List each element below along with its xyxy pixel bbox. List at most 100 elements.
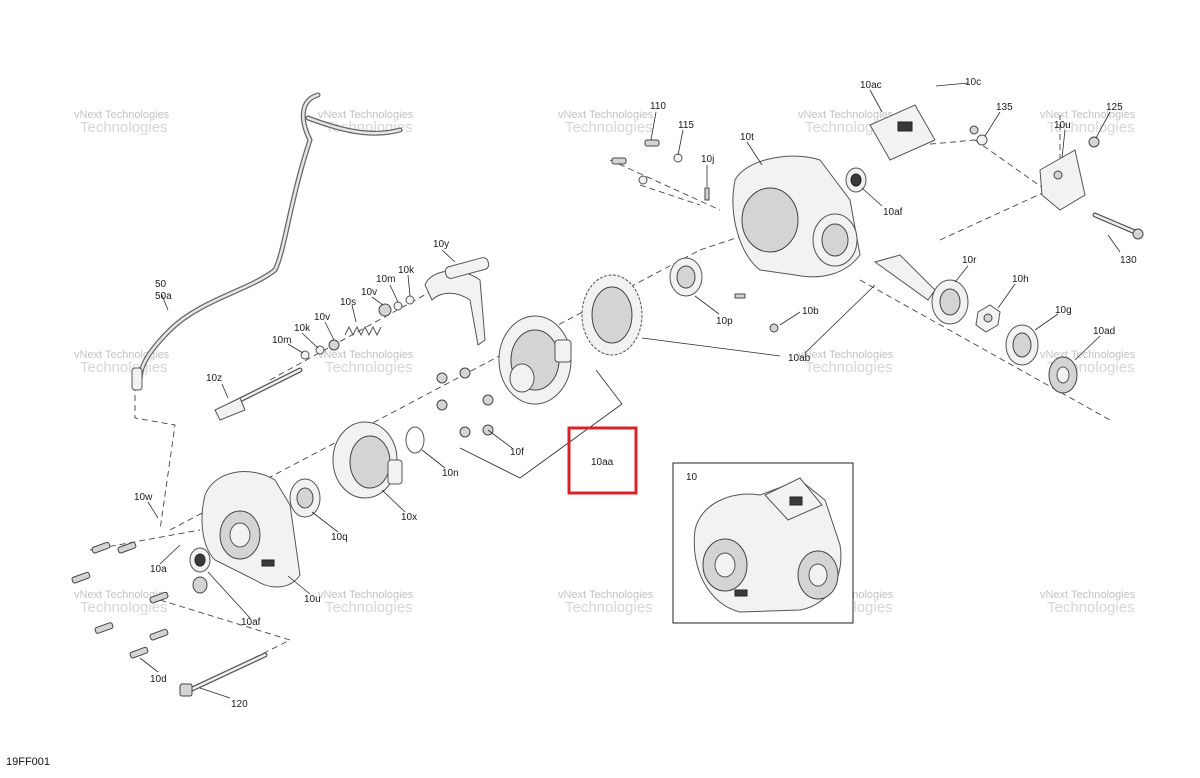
watermark: vNext Technologies: [1040, 109, 1136, 121]
callout-10m[interactable]: 10m: [376, 274, 395, 285]
axis-line: [974, 139, 1061, 201]
callout-10k[interactable]: 10k: [294, 323, 311, 334]
callout-10y[interactable]: 10y: [433, 239, 449, 250]
part-10af-seal-right[interactable]: [845, 167, 867, 193]
callout-10af[interactable]: 10af: [241, 617, 261, 628]
watermark: vNext Technologies: [558, 589, 654, 601]
callout-10af-right[interactable]: 10af: [883, 207, 903, 218]
callout-10ad[interactable]: 10ad: [1093, 326, 1115, 337]
axis-line: [939, 184, 1061, 241]
leader-lines: [139, 82, 1121, 699]
watermark: Technologies: [325, 359, 413, 376]
callout-10aa[interactable]: 10aa: [591, 457, 614, 468]
callout-135[interactable]: 135: [996, 102, 1013, 113]
callout-50a[interactable]: 50a: [155, 291, 172, 302]
part-10ab-ring-gear[interactable]: [581, 274, 643, 356]
part-10z-shift-shaft[interactable]: [214, 367, 303, 421]
callout-10q[interactable]: 10q: [331, 532, 348, 543]
callout-50[interactable]: 50: [155, 279, 167, 290]
axis-line: [159, 599, 292, 691]
part-10r-pinion[interactable]: [873, 254, 969, 325]
callout-10f[interactable]: 10f: [510, 447, 524, 458]
part-120-long-bolt[interactable]: [179, 652, 268, 697]
callout-120[interactable]: 120: [231, 699, 248, 710]
callout-10s[interactable]: 10s: [340, 297, 356, 308]
callout-10ac[interactable]: 10ac: [860, 80, 882, 91]
callout-10ab[interactable]: 10ab: [788, 353, 811, 364]
watermark: Technologies: [805, 359, 893, 376]
small-hardware-top[interactable]: [611, 125, 1100, 333]
watermark: Technologies: [1047, 599, 1135, 616]
callout-10b[interactable]: 10b: [802, 306, 819, 317]
assembled-unit-image: [693, 477, 842, 613]
watermark: Technologies: [80, 599, 168, 616]
axis-line: [639, 184, 701, 206]
part-10x-cover-ring[interactable]: [332, 421, 403, 499]
part-130-bolt[interactable]: [1092, 212, 1144, 240]
watermark: vNext Technologies: [74, 109, 170, 121]
callout-125[interactable]: 125: [1106, 102, 1123, 113]
callout-10w[interactable]: 10w: [134, 492, 153, 503]
watermark: vNext Technologies: [558, 109, 654, 121]
axis-line: [609, 159, 721, 211]
part-10y-shift-fork[interactable]: [424, 257, 490, 346]
part-10u-housing-left[interactable]: [201, 471, 301, 588]
callout-10u[interactable]: 10u: [304, 594, 321, 605]
callout-10c[interactable]: 10c: [965, 77, 981, 88]
watermark: vNext Technologies: [318, 349, 414, 361]
part-10q-bearing[interactable]: [289, 478, 321, 518]
part-10af-seal-left[interactable]: [189, 547, 211, 594]
callout-10v[interactable]: 10v: [361, 287, 377, 298]
callout-10d[interactable]: 10d: [150, 674, 167, 685]
part-50-shift-cable[interactable]: [131, 92, 403, 391]
bolts-10f[interactable]: [436, 367, 494, 438]
callout-10v[interactable]: 10v: [314, 312, 330, 323]
part-10aa-differential[interactable]: [498, 315, 572, 405]
callout-10j[interactable]: 10j: [701, 154, 714, 165]
watermark: Technologies: [80, 119, 168, 136]
watermark: vNext Technologies: [1040, 589, 1136, 601]
axis-line: [89, 529, 201, 551]
callout-10m[interactable]: 10m: [272, 335, 291, 346]
watermark: Technologies: [1047, 119, 1135, 136]
part-10ad-flange[interactable]: [1048, 356, 1078, 394]
part-10n-o-ring[interactable]: [405, 426, 425, 454]
callout-10h[interactable]: 10h: [1012, 274, 1029, 285]
inset-assembled-view: 10: [672, 462, 854, 624]
callout-110[interactable]: 110: [650, 101, 666, 112]
callout-130[interactable]: 130: [1120, 255, 1137, 266]
watermark: Technologies: [325, 599, 413, 616]
callout-10t[interactable]: 10t: [740, 132, 754, 143]
part-10t-housing-right[interactable]: [732, 155, 861, 278]
part-10s-spring[interactable]: [344, 325, 382, 337]
callout-115[interactable]: 115: [678, 120, 694, 131]
callout-10k[interactable]: 10k: [398, 265, 415, 276]
callout-10a[interactable]: 10a: [150, 564, 167, 575]
watermark: vNext Technologies: [798, 349, 894, 361]
part-10g-coupler[interactable]: [1005, 324, 1039, 366]
watermark: vNext Technologies: [318, 589, 414, 601]
inset-label: 10: [686, 472, 698, 483]
callout-10p[interactable]: 10p: [716, 316, 733, 327]
bolts-10d[interactable]: [71, 541, 169, 659]
part-10h-nut[interactable]: [975, 304, 1001, 333]
part-10p-bearing[interactable]: [669, 257, 703, 297]
watermark: Technologies: [80, 359, 168, 376]
watermark: vNext Technologies: [798, 109, 894, 121]
diagram-code: 19FF001: [6, 756, 51, 768]
callout-10x[interactable]: 10x: [401, 512, 417, 523]
small-hardware-shift[interactable]: [300, 295, 415, 360]
callouts: 50 50a 10y 10m 10k 10v 10s 10v 10m 10k 1…: [134, 77, 1137, 710]
watermark: vNext Technologies: [318, 109, 414, 121]
callout-10n[interactable]: 10n: [442, 468, 459, 479]
watermark: Technologies: [565, 599, 653, 616]
axis-line: [134, 385, 176, 531]
callout-10g[interactable]: 10g: [1055, 305, 1072, 316]
part-10u-bracket[interactable]: [1039, 149, 1086, 211]
callout-10u-bracket[interactable]: 10u: [1054, 120, 1071, 131]
callout-10z[interactable]: 10z: [206, 373, 222, 384]
part-10ac-actuator[interactable]: [869, 104, 936, 161]
callout-10r[interactable]: 10r: [962, 255, 977, 266]
axis-line: [859, 279, 1111, 421]
